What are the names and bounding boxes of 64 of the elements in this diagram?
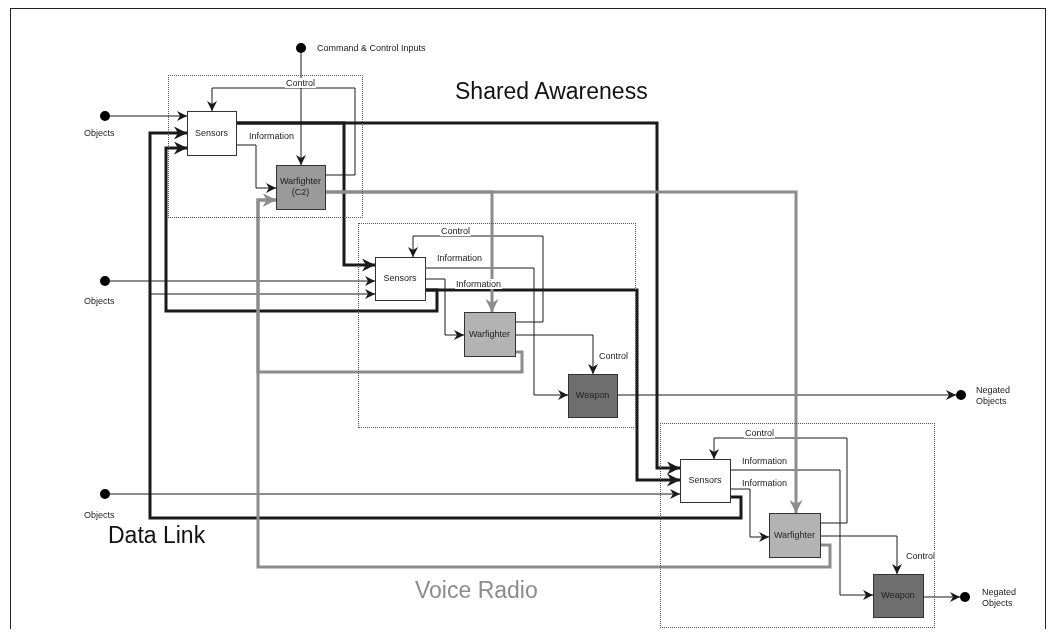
arrow [148,126,743,520]
warfighter-box [275,164,326,210]
arrow [109,111,188,121]
arrow [109,489,681,499]
terminal-dot [100,489,110,499]
arrow [820,535,902,575]
box-label: Sensors [688,475,722,486]
network-label: Shared Awareness [455,78,648,104]
edge-label: Control [440,226,471,236]
weapon-box [872,573,924,618]
edge-label: Information [455,279,503,289]
node-caption: Objects [84,510,115,521]
warfighter-box [768,512,821,558]
box-label: Sensors [383,273,417,284]
edge-label: Information [248,131,296,141]
arrow [296,52,306,166]
network-label: Data Link [108,522,206,548]
arrow [237,121,680,475]
edge-label: Control [905,551,936,561]
sensors-box [374,256,426,301]
dotted-group-box [168,75,363,218]
box-label: Warfighter (C2) [278,176,323,198]
arrow [326,190,803,513]
box-label: Sensors [195,127,228,139]
edge-label: Information [741,456,789,466]
terminal-dot [956,390,966,400]
node-caption: Negated Objects [976,385,1012,407]
arrow [730,488,770,542]
terminal-dot [296,43,306,53]
edge-label: Control [744,428,775,438]
warfighter-box [463,311,516,357]
terminal-dot [100,276,110,286]
arrow [425,267,569,400]
arrow [425,278,465,340]
edge-label: Control [598,351,629,361]
edge-label: Information [741,478,789,488]
arrow [923,592,961,602]
arrow [256,193,832,569]
arrow [709,437,848,524]
arrow [617,390,957,400]
box-label: Warfighter [773,529,816,541]
node-caption: Objects [84,296,115,307]
network-label: Voice Radio [415,577,538,603]
edge-label: Control [285,78,316,88]
node-caption: Objects [84,128,115,139]
box-label: Weapon [575,390,610,401]
arrow [236,144,277,193]
node-caption: Negated Objects [982,587,1018,609]
arrow [426,288,680,487]
arrow [515,334,598,375]
weapon-box [567,373,618,418]
arrow [207,87,356,176]
box-label: Warfighter [468,328,511,340]
edge-label: Information [436,253,484,263]
arrow [164,141,439,313]
sensors-box [679,458,731,503]
arrow [109,276,376,286]
node-caption: Command & Control Inputs [317,43,426,54]
arrow [730,469,874,600]
terminal-dot [100,111,110,121]
sensors-box [186,110,237,156]
terminal-dot [960,592,970,602]
arrow [408,235,544,323]
box-label: Weapon [881,590,915,601]
